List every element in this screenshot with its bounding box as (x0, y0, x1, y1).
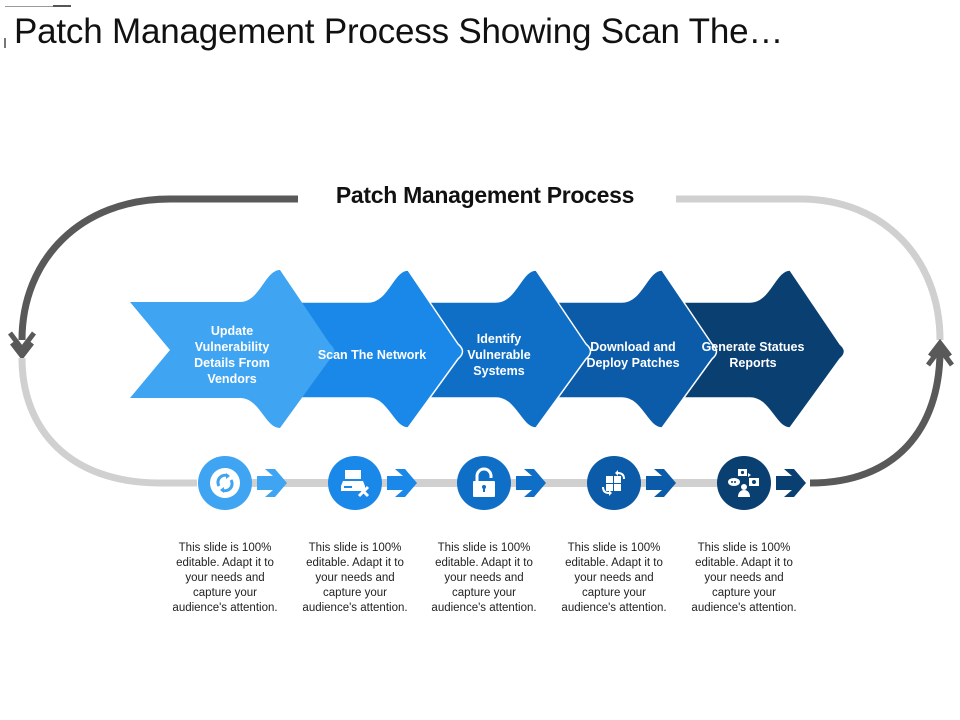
step-arrow-icon (257, 469, 287, 497)
loop-arrowhead-down-icon (8, 331, 36, 361)
network-scan-icon (328, 456, 382, 510)
step-description: This slide is 100% editable. Adapt it to… (561, 542, 667, 614)
reports-media-icon (717, 456, 771, 510)
deploy-windows-icon (587, 456, 641, 510)
step-description: This slide is 100% editable. Adapt it to… (302, 542, 408, 614)
diagram-title: Patch Management Process (300, 182, 670, 209)
process-step-arrow (130, 270, 335, 428)
step-arrow-icon (776, 469, 806, 497)
step-arrow-icon (646, 469, 676, 497)
loop-arc-top-right (676, 195, 944, 341)
process-step-label: Update Vulnerability Details From Vendor… (194, 324, 270, 386)
process-step-label: Download and Deploy Patches (586, 340, 680, 370)
step-arrow-icon (516, 469, 546, 497)
loop-arc-bottom-right (809, 349, 944, 487)
step-description: This slide is 100% editable. Adapt it to… (431, 542, 537, 614)
step-description: This slide is 100% editable. Adapt it to… (691, 542, 797, 614)
step-description: This slide is 100% editable. Adapt it to… (172, 542, 278, 614)
step-arrow-icon (387, 469, 417, 497)
loop-arrowhead-up-icon (926, 338, 954, 367)
process-step-label: Generate Statues Reports (701, 340, 805, 370)
refresh-icon (198, 456, 252, 510)
process-step-arrow (257, 269, 464, 429)
corner-marker (4, 38, 6, 48)
process-step-label: Scan The Network (317, 348, 427, 362)
loop-arc-bottom-left (18, 357, 197, 487)
unlocked-padlock-icon (457, 456, 511, 510)
corner-marker (5, 6, 71, 7)
process-step-label: Identify Vulnerable Systems (467, 332, 531, 378)
corner-marker (53, 5, 71, 7)
slide-title: Patch Management Process Showing Scan Th… (14, 12, 784, 51)
loop-arc-top-left (18, 195, 298, 341)
